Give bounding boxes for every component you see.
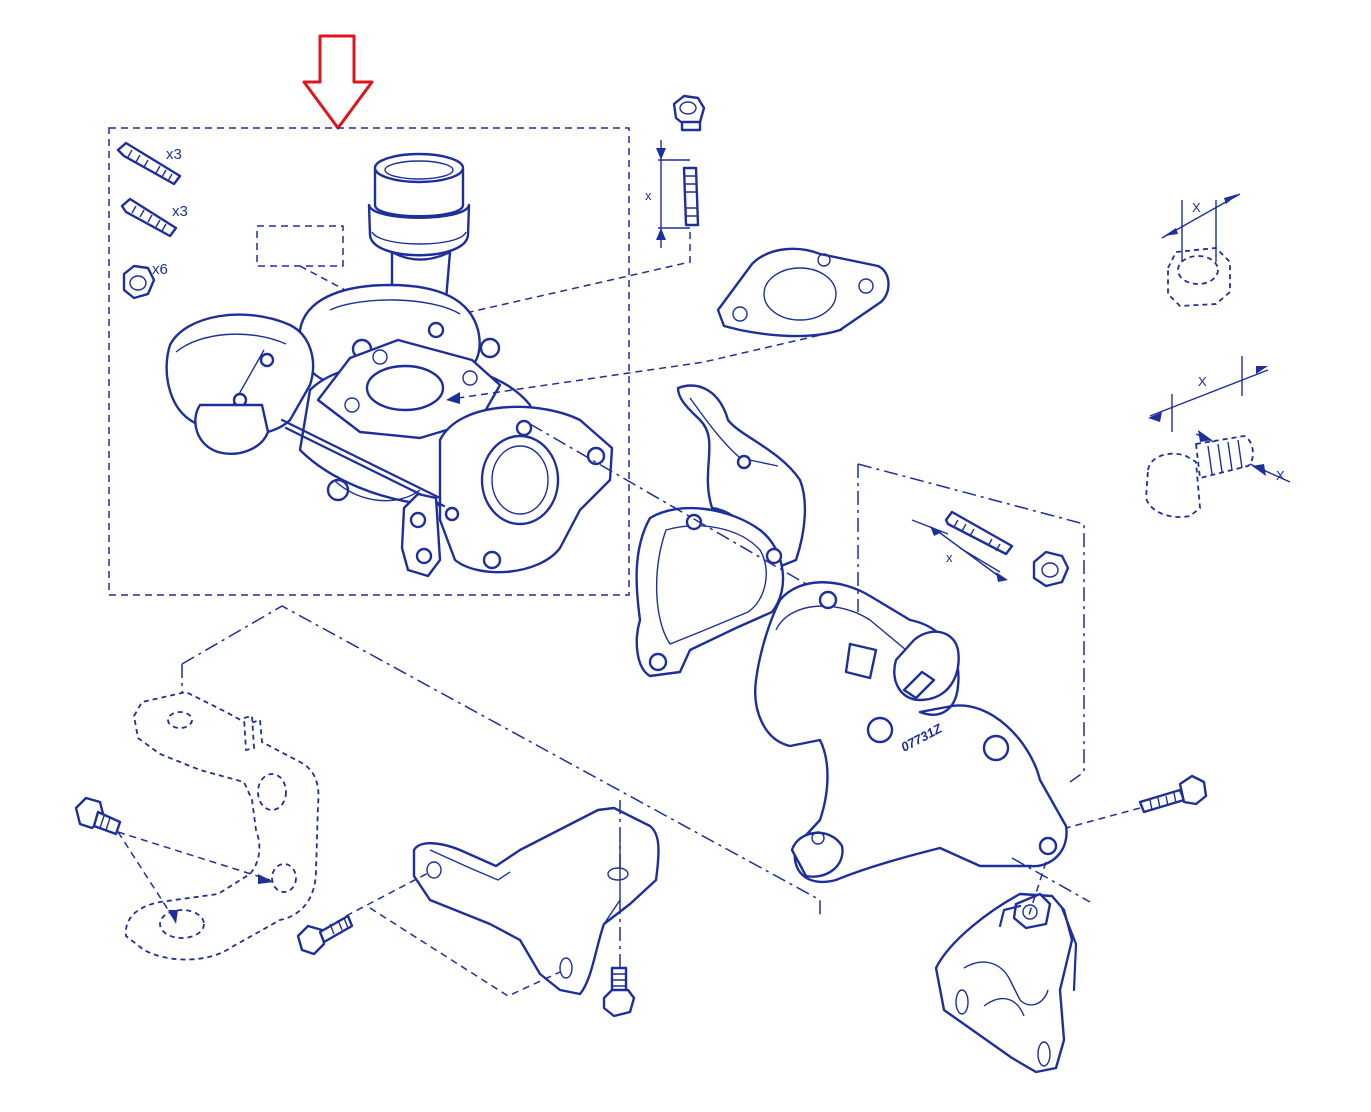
short-stud-qty: x3 [172, 203, 188, 220]
bolt-reference-icon [1145, 435, 1254, 518]
bracket-bolt-left-icon [296, 914, 354, 956]
turbo-kit-boundary [108, 127, 630, 596]
nut-reference-dimension: X [1192, 200, 1201, 215]
bolt-reference-thread: X [1276, 468, 1285, 483]
bolt-reference-length: X [1198, 374, 1207, 389]
exhaust-manifold: 07731Z [754, 581, 1068, 883]
upper-stud-icon [682, 166, 700, 227]
manifold-stud-icon [944, 510, 1014, 556]
manifold-nut-icon [1032, 550, 1070, 588]
long-stud-qty: x3 [166, 146, 182, 163]
upper-stud-dimension: x [645, 188, 652, 203]
turbo-inlet-gasket [716, 247, 890, 338]
upper-stud-nut-icon [672, 94, 706, 132]
turbo-support-bracket [412, 806, 660, 996]
nuts-qty: x6 [152, 261, 168, 278]
manifold-bolt-icon [1138, 774, 1208, 814]
highlight-arrow-icon [302, 34, 374, 130]
manifold-support-bracket [934, 892, 1078, 1074]
manifold-stud-dimension: x [946, 550, 953, 565]
flange-nut-icon [122, 264, 156, 300]
turbocharger-assembly [165, 152, 614, 578]
long-stud-icon [116, 141, 182, 186]
reference-label-box [256, 225, 344, 267]
short-stud-icon [120, 197, 178, 238]
nut-reference-icon [1167, 247, 1231, 307]
engine-mount-reference [125, 691, 320, 961]
mount-bolt-icon [74, 796, 122, 836]
bracket-bolt-lower-icon [602, 966, 636, 1018]
